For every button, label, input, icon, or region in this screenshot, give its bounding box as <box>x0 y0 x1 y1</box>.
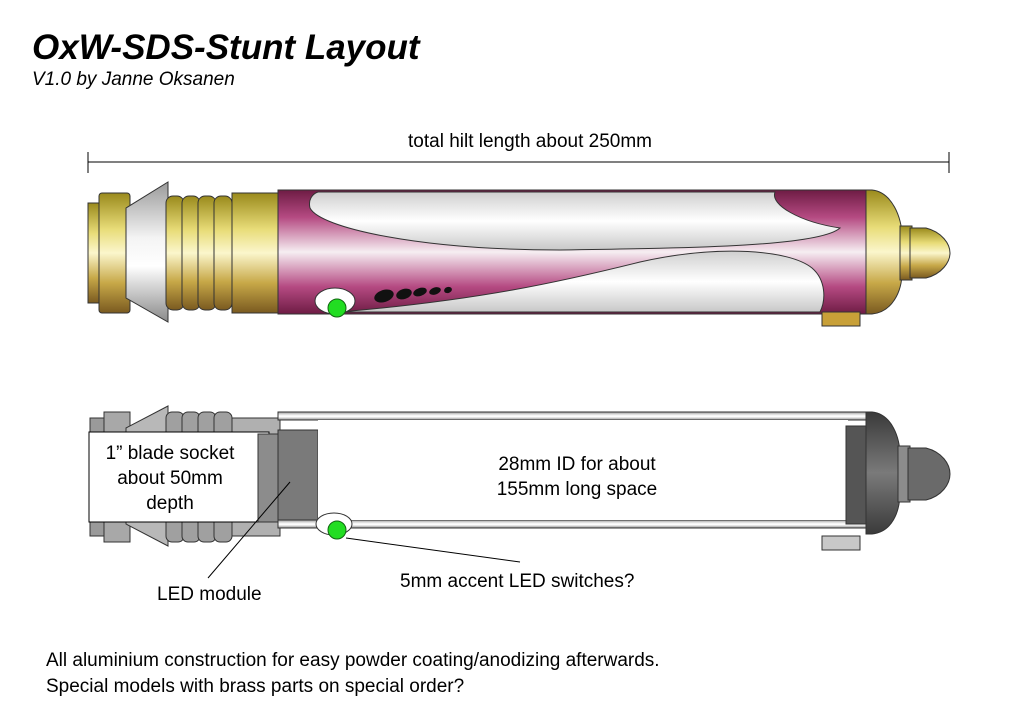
vent-slot-1 <box>374 289 394 303</box>
vent-slot-4 <box>429 287 441 295</box>
page-title: OxW-SDS-Stunt Layout <box>32 28 421 67</box>
brass-collar <box>231 192 281 314</box>
grip-ring-4 <box>213 195 233 311</box>
end-plug <box>845 425 869 525</box>
accent-switch-label: 5mm accent LED switches? <box>400 571 634 592</box>
blade-socket-box <box>88 431 270 523</box>
belt-clip <box>821 311 861 327</box>
grip-ring-1 <box>165 195 185 311</box>
tube-wall-top <box>277 411 869 421</box>
section-pommel-tip <box>907 447 951 501</box>
vent-slot-2 <box>396 288 412 300</box>
section-belt-clip <box>821 535 861 551</box>
blade-socket-label-line-3: depth <box>146 493 194 514</box>
upper-cutout <box>309 191 842 251</box>
total-length-dimension: total hilt length about 250mm <box>87 131 950 173</box>
grip-ring-3 <box>197 195 217 311</box>
emitter-cone <box>125 181 169 323</box>
pommel-cap <box>865 189 903 315</box>
page-subtitle: V1.0 by Janne Oksanen <box>32 69 235 90</box>
inner-space-label-line-2: 155mm long space <box>497 479 658 500</box>
emitter-ring-2 <box>98 192 131 314</box>
note-line-1: All aluminium construction for easy powd… <box>46 650 660 671</box>
section-accent-led-icon <box>327 520 347 540</box>
accent-switch-leader-line <box>345 537 521 563</box>
led-module-heatsink <box>257 433 281 523</box>
hilt-section-view <box>88 405 951 551</box>
vent-slot-5 <box>444 286 452 294</box>
note-line-2: Special models with brass parts on speci… <box>46 676 464 697</box>
hilt-exterior-view <box>87 181 951 327</box>
led-module <box>277 429 319 527</box>
accent-led-icon <box>327 298 347 318</box>
led-module-label: LED module <box>157 584 262 605</box>
inner-space <box>318 420 848 520</box>
total-length-label: total hilt length about 250mm <box>408 131 652 152</box>
lower-cutout <box>339 250 825 313</box>
pommel-tip <box>909 227 951 279</box>
blade-socket-label-line-2: about 50mm <box>117 468 223 489</box>
led-module-leader-line <box>207 481 291 579</box>
vent-slot-3 <box>413 287 427 297</box>
blade-socket-label-line-1: 1” blade socket <box>106 443 236 464</box>
grip-ring-2 <box>181 195 201 311</box>
section-pommel-cap <box>865 411 901 535</box>
inner-space-label-line-1: 28mm ID for about <box>498 454 656 475</box>
tube-wall-bottom <box>277 519 869 529</box>
